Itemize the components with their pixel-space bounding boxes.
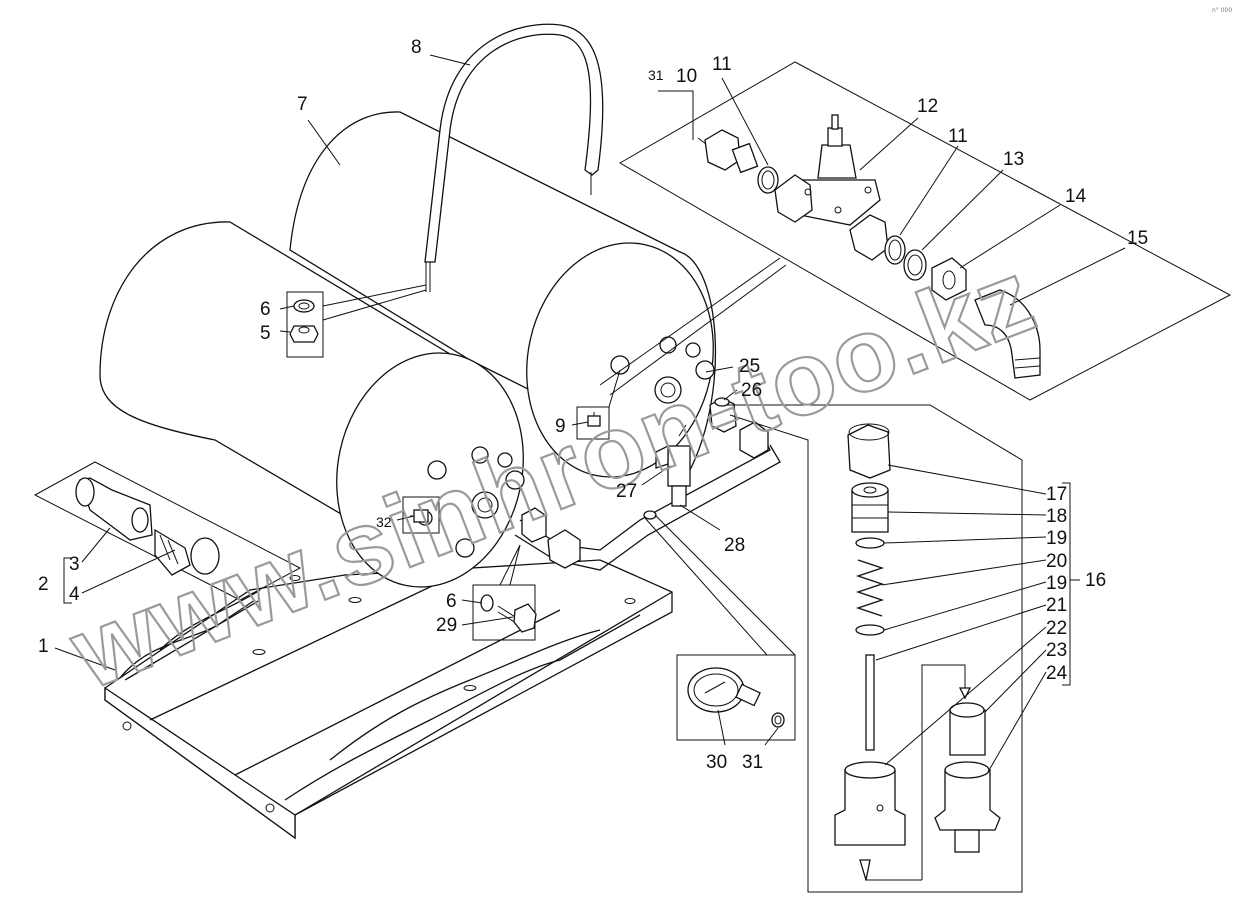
callout-8: 8 — [411, 37, 422, 58]
callout-31-top: 31 — [648, 67, 664, 83]
valve-assembly-group — [619, 61, 1232, 401]
coupling-group-2 — [33, 461, 302, 601]
callout-12: 12 — [917, 96, 938, 117]
tank-fittings-25-26 — [521, 397, 737, 543]
callout-19-lower: 19 — [1046, 573, 1067, 594]
callout-26: 26 — [741, 380, 762, 401]
callout-9: 9 — [555, 416, 566, 437]
callout-6-lower: 6 — [446, 591, 457, 612]
callout-10: 10 — [676, 66, 697, 87]
callout-30: 30 — [706, 752, 727, 773]
callout-25: 25 — [739, 356, 760, 377]
pressure-gauge-group — [644, 514, 796, 741]
callout-24: 24 — [1046, 663, 1068, 684]
callout-11-right: 11 — [948, 126, 968, 147]
callout-29: 29 — [436, 615, 457, 636]
callout-22: 22 — [1046, 618, 1067, 639]
callout-1: 1 — [38, 636, 49, 657]
callout-4: 4 — [69, 584, 80, 605]
callout-17: 17 — [1046, 484, 1067, 505]
callout-labels: 1 2 3 4 5 6 6 7 8 9 10 11 11 12 13 14 15… — [38, 37, 1148, 773]
nut-washer-group — [286, 284, 427, 358]
callout-21: 21 — [1046, 595, 1067, 616]
drain-plug-9 — [576, 369, 621, 440]
callout-3: 3 — [69, 554, 80, 575]
callout-32: 32 — [376, 514, 392, 530]
callout-28: 28 — [724, 535, 745, 556]
callout-5: 5 — [260, 323, 271, 344]
callout-31-bottom: 31 — [742, 752, 763, 773]
callout-16: 16 — [1085, 570, 1106, 591]
callout-18: 18 — [1046, 506, 1067, 527]
bolt-washer-group — [472, 544, 537, 641]
callout-20: 20 — [1046, 551, 1067, 572]
callout-23: 23 — [1046, 640, 1067, 661]
callout-11-left: 11 — [712, 54, 732, 75]
callout-13: 13 — [1003, 149, 1024, 170]
callout-14: 14 — [1065, 186, 1087, 207]
front-air-tank — [99, 221, 525, 588]
valve-repair-kit-group — [726, 404, 1023, 893]
corner-mark: n° 000 — [1212, 7, 1232, 14]
pipe-line-28 — [514, 421, 781, 571]
callout-6-upper: 6 — [260, 299, 271, 320]
leader-lines — [54, 54, 1126, 773]
rear-air-tank — [289, 111, 717, 478]
callout-2: 2 — [38, 574, 49, 595]
callout-27: 27 — [616, 481, 637, 502]
callout-19-upper: 19 — [1046, 528, 1067, 549]
callout-15: 15 — [1127, 228, 1148, 249]
callout-7: 7 — [297, 94, 308, 115]
tank-strap — [424, 23, 604, 292]
